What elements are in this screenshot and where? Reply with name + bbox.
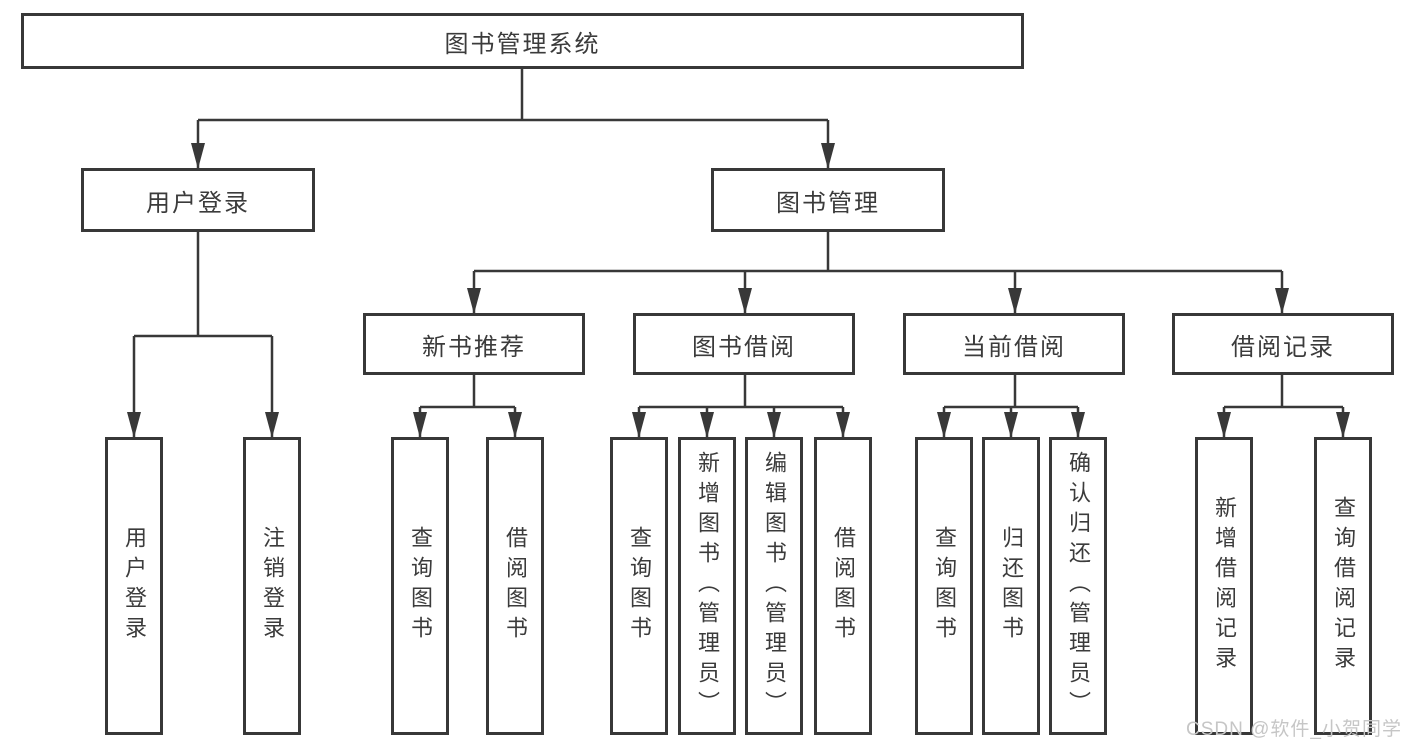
node-borrowing-records: 借阅记录 xyxy=(1172,313,1394,375)
node-book-management: 图书管理 xyxy=(711,168,945,232)
leaf-user-login-label: 用户登录 xyxy=(122,526,147,646)
leaf-borrow-books-recommend: 借阅图书 xyxy=(486,437,544,735)
leaf-query-books-recommend: 查询图书 xyxy=(391,437,449,735)
leaf-query-borrow-record: 查询借阅记录 xyxy=(1314,437,1372,735)
leaf-user-login: 用户登录 xyxy=(105,437,163,735)
node-user-login: 用户登录 xyxy=(81,168,315,232)
leaf-query-books-borrow: 查询图书 xyxy=(610,437,668,735)
leaf-add-books-admin-label: 新增图书（管理员） xyxy=(695,451,720,721)
leaf-query-books-recommend-label: 查询图书 xyxy=(408,526,433,646)
leaf-borrow-books-recommend-label: 借阅图书 xyxy=(503,526,528,646)
leaf-logout: 注销登录 xyxy=(243,437,301,735)
node-current-borrowing: 当前借阅 xyxy=(903,313,1125,375)
leaf-query-borrow-record-label: 查询借阅记录 xyxy=(1331,496,1356,676)
leaf-return-books: 归还图书 xyxy=(982,437,1040,735)
node-library-management-system: 图书管理系统 xyxy=(21,13,1024,69)
tree-arrow-lines xyxy=(127,120,1350,438)
leaf-add-borrow-record: 新增借阅记录 xyxy=(1195,437,1253,735)
leaf-confirm-return-admin: 确认归还（管理员） xyxy=(1049,437,1107,735)
leaf-add-books-admin: 新增图书（管理员） xyxy=(678,437,736,735)
leaf-query-books-current-label: 查询图书 xyxy=(932,526,957,646)
node-book-borrowing: 图书借阅 xyxy=(633,313,855,375)
leaf-edit-books-admin: 编辑图书（管理员） xyxy=(745,437,803,735)
leaf-add-borrow-record-label: 新增借阅记录 xyxy=(1212,496,1237,676)
node-new-book-recommendation: 新书推荐 xyxy=(363,313,585,375)
leaf-query-books-borrow-label: 查询图书 xyxy=(627,526,652,646)
leaf-edit-books-admin-label: 编辑图书（管理员） xyxy=(762,451,787,721)
leaf-return-books-label: 归还图书 xyxy=(999,526,1024,646)
leaf-logout-label: 注销登录 xyxy=(260,526,285,646)
leaf-borrow-books: 借阅图书 xyxy=(814,437,872,735)
csdn-watermark: CSDN @软件_小贺同学 xyxy=(1186,719,1402,740)
leaf-confirm-return-admin-label: 确认归还（管理员） xyxy=(1066,451,1091,721)
tree-elbow-lines xyxy=(134,69,1343,409)
leaf-borrow-books-label: 借阅图书 xyxy=(831,526,856,646)
leaf-query-books-current: 查询图书 xyxy=(915,437,973,735)
